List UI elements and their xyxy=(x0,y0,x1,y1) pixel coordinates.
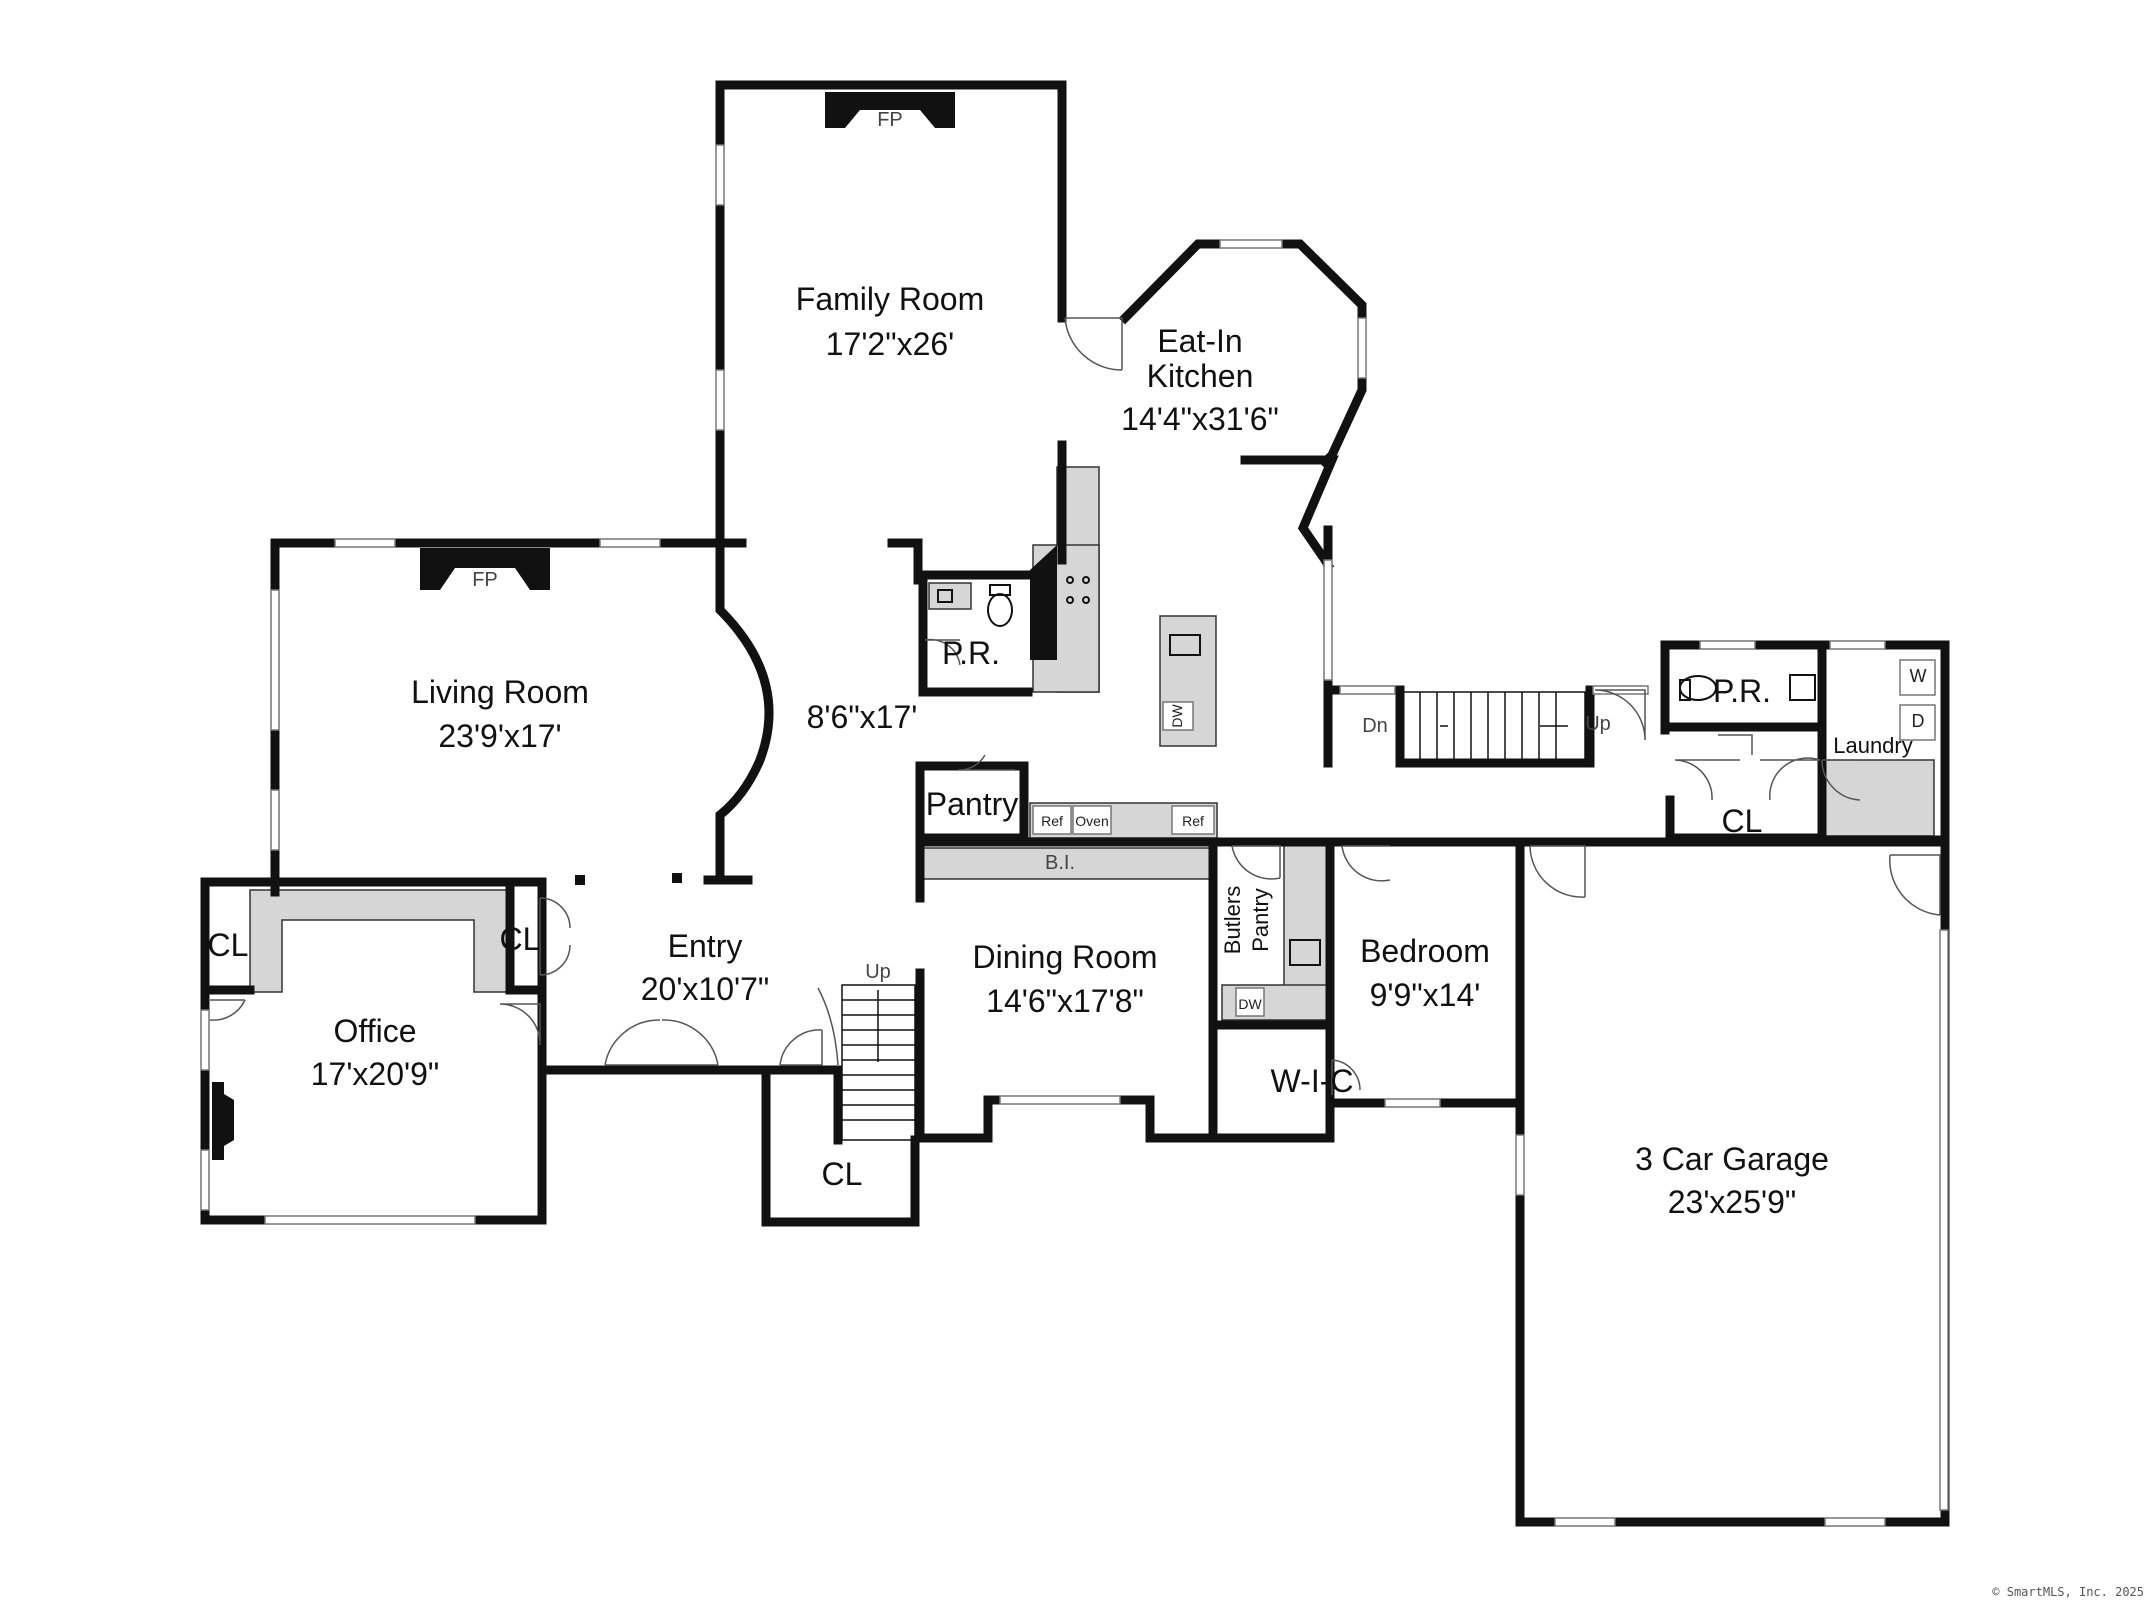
butlers-label-1: Butlers xyxy=(1220,886,1245,954)
ref-label-1: Ref xyxy=(1041,813,1063,829)
windows xyxy=(200,144,1949,1527)
garage-name: 3 Car Garage xyxy=(1635,1141,1829,1177)
dining-room-name: Dining Room xyxy=(973,939,1158,975)
entry-dim: 20'x10'7" xyxy=(641,971,770,1007)
family-room-fireplace xyxy=(825,92,955,128)
kitchen-name-2: Kitchen xyxy=(1147,358,1254,394)
hall-dim: 8'6"x17' xyxy=(807,699,918,735)
kitchen-name-1: Eat-In xyxy=(1157,323,1242,359)
sink-icon xyxy=(937,589,953,603)
copyright-notice: © SmartMLS, Inc. 2025 xyxy=(1992,1585,2144,1599)
bi-label: B.I. xyxy=(1045,852,1075,874)
toilet-icon xyxy=(987,593,1013,627)
up-label-basement: Up xyxy=(1585,713,1611,735)
office-name: Office xyxy=(334,1013,417,1049)
laundry-counter xyxy=(1821,759,1935,837)
basement-stair xyxy=(1401,691,1586,761)
living-fp-label: FP xyxy=(472,569,498,591)
cl-stair-label: CL xyxy=(822,1156,863,1192)
laundry-name: Laundry xyxy=(1833,733,1913,758)
sink-icon xyxy=(1789,674,1816,701)
butlers-label-2: Pantry xyxy=(1248,888,1273,952)
family-fp-label: FP xyxy=(877,109,903,131)
vanity xyxy=(928,582,972,610)
entry-name: Entry xyxy=(668,928,743,964)
pantry-label: Pantry xyxy=(926,786,1018,822)
family-room-name: Family Room xyxy=(796,281,984,317)
pr-left-label: P.R. xyxy=(942,635,1000,671)
bedroom-name: Bedroom xyxy=(1360,933,1490,969)
room-labels: Family Room 17'2"x26' Eat-In Kitchen 14'… xyxy=(208,109,1927,1220)
cl-right-label: CL xyxy=(1722,803,1763,839)
wic-label: W-I-C xyxy=(1271,1063,1354,1099)
office-built-in xyxy=(249,889,509,993)
pr-right-label: P.R. xyxy=(1713,673,1771,709)
sink-icon xyxy=(1169,634,1201,656)
cl-entry-label: CL xyxy=(500,921,541,957)
kitchen-dim: 14'4"x31'6" xyxy=(1121,401,1279,437)
doors xyxy=(209,317,1941,1095)
ref-label-2: Ref xyxy=(1182,813,1204,829)
dw-label-butlers: DW xyxy=(1238,996,1262,1012)
fixtures xyxy=(575,576,1816,966)
dryer-label: D xyxy=(1912,711,1925,731)
main-stair xyxy=(841,984,916,1141)
cl-office-label: CL xyxy=(208,927,249,963)
oven-label: Oven xyxy=(1075,813,1108,829)
range-block xyxy=(1030,545,1057,660)
living-room-name: Living Room xyxy=(411,674,589,710)
living-room-dim: 23'9'x17' xyxy=(438,718,561,754)
dn-label: Dn xyxy=(1362,715,1388,737)
office-fireplace xyxy=(212,1082,234,1160)
dining-room-dim: 14'6"x17'8" xyxy=(986,983,1144,1019)
up-label-main: Up xyxy=(865,961,891,983)
bi-counter xyxy=(921,847,1215,880)
dw-label-kitchen: DW xyxy=(1169,704,1185,728)
office-dim: 17'x20'9" xyxy=(311,1056,440,1092)
appliances xyxy=(1032,659,1936,1017)
living-room-fireplace xyxy=(420,548,550,590)
sink-icon xyxy=(1289,939,1321,966)
garage-dim: 23'x25'9" xyxy=(1668,1184,1797,1220)
washer-label: W xyxy=(1910,666,1927,686)
family-room-dim: 17'2"x26' xyxy=(826,326,955,362)
bedroom-dim: 9'9"x14' xyxy=(1370,977,1481,1013)
